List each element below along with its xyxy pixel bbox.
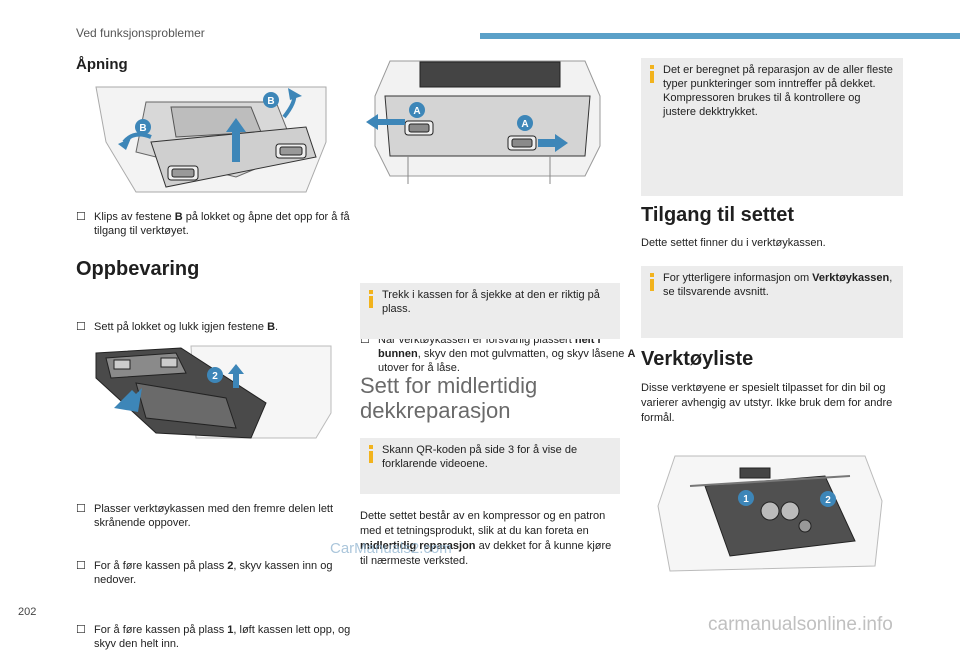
watermark-carmanuals: CarManuals2.com (330, 540, 452, 557)
heading-temporary-repair: Sett for midlertidig dekkreparasjon (360, 373, 538, 423)
svg-text:1: 1 (743, 494, 749, 505)
heading-opening: Åpning (76, 56, 128, 73)
kit-description: Dette settet består av en kompressor og … (360, 510, 612, 567)
callout-2 (207, 367, 223, 383)
access-text: Dette settet finner du i verktøykassen. (641, 237, 826, 249)
svg-text:2: 2 (212, 371, 218, 382)
arrow-upright-icon (288, 88, 302, 100)
callout-2 (820, 491, 836, 507)
info-box-qr: Skann QR-koden på side 3 for å vise de f… (360, 438, 620, 494)
arrow-left-icon (118, 138, 131, 150)
svg-text:B: B (267, 96, 274, 107)
svg-text:A: A (413, 106, 420, 117)
callout-b-right (263, 92, 279, 108)
callout-a-left (409, 102, 425, 118)
checkbox-bullet-icon: ☐ (76, 624, 86, 636)
watermark-site: carmanualsonline.info (708, 614, 893, 635)
checkbox-bullet-icon: ☐ (76, 321, 86, 333)
heading-storage: Oppbevaring (76, 258, 200, 280)
bullet-storage: ☐Sett på lokket og lukk igjen festene B. (76, 321, 279, 333)
checkbox-bullet-icon: ☐ (360, 334, 370, 346)
heading-access: Tilgang til settet (641, 204, 794, 226)
arrow-down-icon (114, 388, 142, 412)
bullet-place-1: ☐For å føre kassen på plass 1, løft kass… (76, 624, 351, 650)
callout-b-left (135, 119, 151, 135)
svg-text:2: 2 (825, 495, 831, 506)
info-box-more: For ytterligere informasjon om Verktøyka… (641, 266, 903, 338)
tools-text: Disse verktøyene er spesielt tilpasset f… (641, 382, 893, 424)
checkbox-bullet-icon: ☐ (76, 560, 86, 572)
callout-a-right (517, 115, 533, 131)
figure-opening-illustration: B B (95, 86, 327, 193)
figure-lock-illustration: A A (366, 60, 601, 184)
running-header: Ved funksjonsproblemer (76, 26, 205, 40)
arrow-up-icon (226, 118, 246, 162)
svg-text:B: B (139, 123, 146, 134)
checkbox-bullet-icon: ☐ (76, 211, 86, 223)
figure-tools-illustration: 1 2 (657, 455, 883, 572)
info-box-designed: Det er beregnet på reparasjon av de alle… (641, 58, 903, 196)
arrow-right-icon (538, 134, 568, 152)
header-accent-bar (480, 33, 960, 39)
bullet-place: ☐Plasser verktøykassen med den fremre de… (76, 503, 334, 529)
bullet-lock: ☐Når verktøykassen er forsvarlig plasser… (360, 334, 636, 374)
svg-text:A: A (521, 119, 528, 130)
page-number: 202 (18, 606, 37, 618)
info-icon (369, 290, 373, 308)
info-box-pull: Trekk i kassen for å sjekke at den er ri… (360, 283, 620, 339)
checkbox-bullet-icon: ☐ (76, 503, 86, 515)
info-icon (369, 445, 373, 463)
callout-1 (738, 490, 754, 506)
arrow-left-icon (366, 114, 405, 130)
bullet-place-2: ☐For å føre kassen på plass 2, skyv kass… (76, 560, 333, 586)
info-icon (650, 65, 654, 83)
info-icon (650, 273, 654, 291)
heading-tools: Verktøyliste (641, 348, 754, 370)
arrow-up-icon (228, 364, 244, 388)
figure-storage-illustration: 2 (95, 345, 332, 439)
bullet-opening: ☐Klips av festene B på lokket og åpne de… (76, 211, 350, 237)
